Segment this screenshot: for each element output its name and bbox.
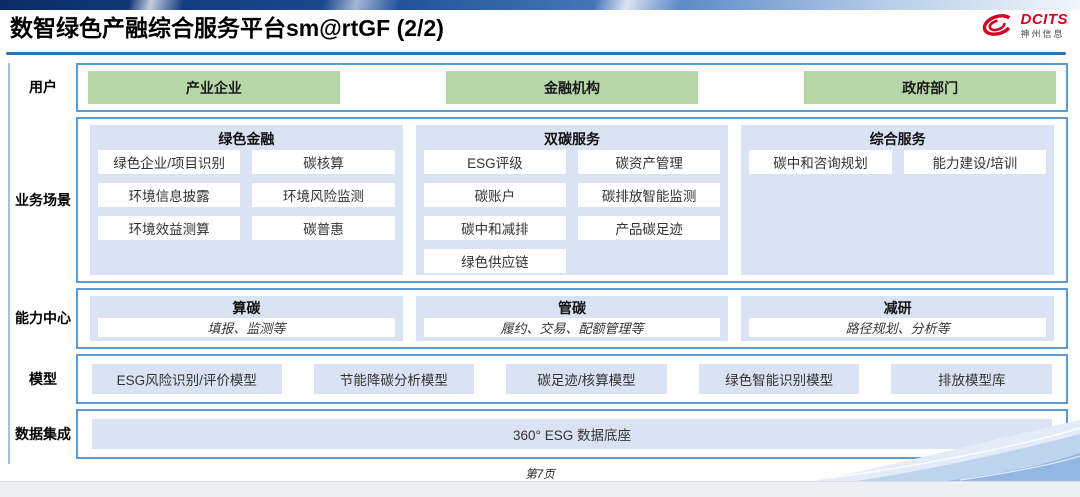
model-item: ESG风险识别/评价模型 [92, 364, 282, 394]
model-item: 绿色智能识别模型 [698, 364, 860, 394]
capability-carbon-management: 管碳 履约、交易、配额管理等 [415, 296, 729, 341]
scenario-item: 能力建设/培训 [903, 150, 1047, 174]
row-label-data-integration: 数据集成 [15, 425, 71, 442]
models-container: ESG风险识别/评价模型 节能降碳分析模型 碳足迹/核算模型 绿色智能识别模型 … [76, 354, 1068, 404]
logo-company-name: 神州信息 [1020, 28, 1065, 39]
capabilities-container: 算碳 填报、监测等 管碳 履约、交易、配额管理等 减研 路径规划、分析等 [76, 288, 1068, 349]
row-data-integration: 数据集成 360° ESG 数据底座 [10, 409, 1068, 459]
user-item-government: 政府部门 [804, 71, 1056, 104]
column-items: 绿色企业/项目识别 碳核算 环境信息披露 环境风险监测 环境效益测算 碳普惠 [98, 150, 395, 240]
scenario-item: 环境信息披露 [98, 183, 241, 207]
logo-text: DCITS 神州信息 [1021, 12, 1069, 39]
model-item: 排放模型库 [891, 364, 1053, 394]
column-title: 综合服务 [869, 131, 926, 147]
column-title: 绿色金融 [218, 131, 275, 147]
capability-desc: 填报、监测等 [98, 318, 395, 337]
bottom-strip [0, 481, 1080, 497]
scenario-column-comprehensive: 综合服务 碳中和咨询规划 能力建设/培训 [741, 125, 1055, 275]
scenario-item: 产品碳足迹 [578, 216, 721, 240]
data-integration-container: 360° ESG 数据底座 [76, 409, 1068, 459]
scenario-item: 碳核算 [252, 150, 395, 174]
scenario-item: 碳排放智能监测 [578, 183, 721, 207]
capability-title: 管碳 [558, 300, 586, 316]
row-label-models: 模型 [29, 370, 57, 387]
row-scenarios: 业务场景 绿色金融 绿色企业/项目识别 碳核算 环境信息披露 环境风险监测 环境… [10, 117, 1068, 283]
user-item-finance: 金融机构 [446, 71, 698, 104]
data-base-item: 360° ESG 数据底座 [92, 419, 1052, 449]
row-models: 模型 ESG风险识别/评价模型 节能降碳分析模型 碳足迹/核算模型 绿色智能识别… [10, 354, 1068, 404]
capability-carbon-accounting: 算碳 填报、监测等 [90, 296, 403, 341]
scenario-item: 碳账户 [423, 183, 566, 207]
users-container: 产业企业 金融机构 政府部门 [76, 63, 1068, 112]
scenario-item: 碳普惠 [252, 216, 395, 240]
top-decoration-band [0, 0, 1080, 10]
title-divider-line [6, 52, 1066, 55]
scenario-item: 环境风险监测 [252, 183, 395, 207]
company-logo: DCITS 神州信息 [980, 11, 1069, 39]
capability-carbon-reduction: 减研 路径规划、分析等 [741, 296, 1055, 341]
scenario-item: ESG评级 [423, 150, 566, 174]
row-capabilities: 能力中心 算碳 填报、监测等 管碳 履约、交易、配额管理等 减研 路径规划、分析… [10, 288, 1068, 349]
scenario-item: 碳中和减排 [423, 216, 566, 240]
dcits-swoosh-icon [982, 14, 1013, 36]
row-label-scenarios: 业务场景 [15, 191, 71, 208]
row-users: 用户 产业企业 金融机构 政府部门 [10, 63, 1068, 112]
column-items: 碳中和咨询规划 能力建设/培训 [749, 150, 1047, 174]
column-title: 双碳服务 [544, 131, 600, 147]
model-item: 碳足迹/核算模型 [506, 364, 667, 394]
capability-desc: 履约、交易、配额管理等 [423, 318, 721, 337]
scenarios-container: 绿色金融 绿色企业/项目识别 碳核算 环境信息披露 环境风险监测 环境效益测算 … [76, 117, 1068, 283]
row-label-users: 用户 [29, 79, 57, 96]
capability-desc: 路径规划、分析等 [749, 318, 1047, 337]
column-items: ESG评级 碳资产管理 碳账户 碳排放智能监测 碳中和减排 产品碳足迹 绿色供应… [423, 150, 721, 273]
scenario-item: 碳中和咨询规划 [749, 150, 892, 174]
capability-title: 减研 [883, 300, 912, 316]
platform-architecture-diagram: 用户 产业企业 金融机构 政府部门 业务场景 绿色金融 绿色企业/项目识别 碳核… [8, 63, 1068, 464]
model-item: 节能降碳分析模型 [313, 364, 475, 394]
user-item-industry: 产业企业 [88, 71, 340, 104]
scenario-column-green-finance: 绿色金融 绿色企业/项目识别 碳核算 环境信息披露 环境风险监测 环境效益测算 … [90, 125, 403, 275]
scenario-item: 绿色供应链 [423, 249, 566, 273]
logo-brand-name: DCITS [1020, 10, 1068, 28]
scenario-item: 绿色企业/项目识别 [98, 150, 241, 174]
corner-swoosh-decoration [810, 420, 1080, 482]
page-title: 数智绿色产融综合服务平台sm@rtGF (2/2) [10, 15, 444, 41]
scenario-column-dual-carbon: 双碳服务 ESG评级 碳资产管理 碳账户 碳排放智能监测 碳中和减排 产品碳足迹… [415, 125, 729, 275]
row-label-capabilities: 能力中心 [15, 310, 71, 327]
scenario-item: 碳资产管理 [578, 150, 721, 174]
scenario-item: 环境效益测算 [98, 216, 241, 240]
page-number: 第7页 [525, 469, 555, 481]
capability-title: 算碳 [232, 300, 261, 316]
